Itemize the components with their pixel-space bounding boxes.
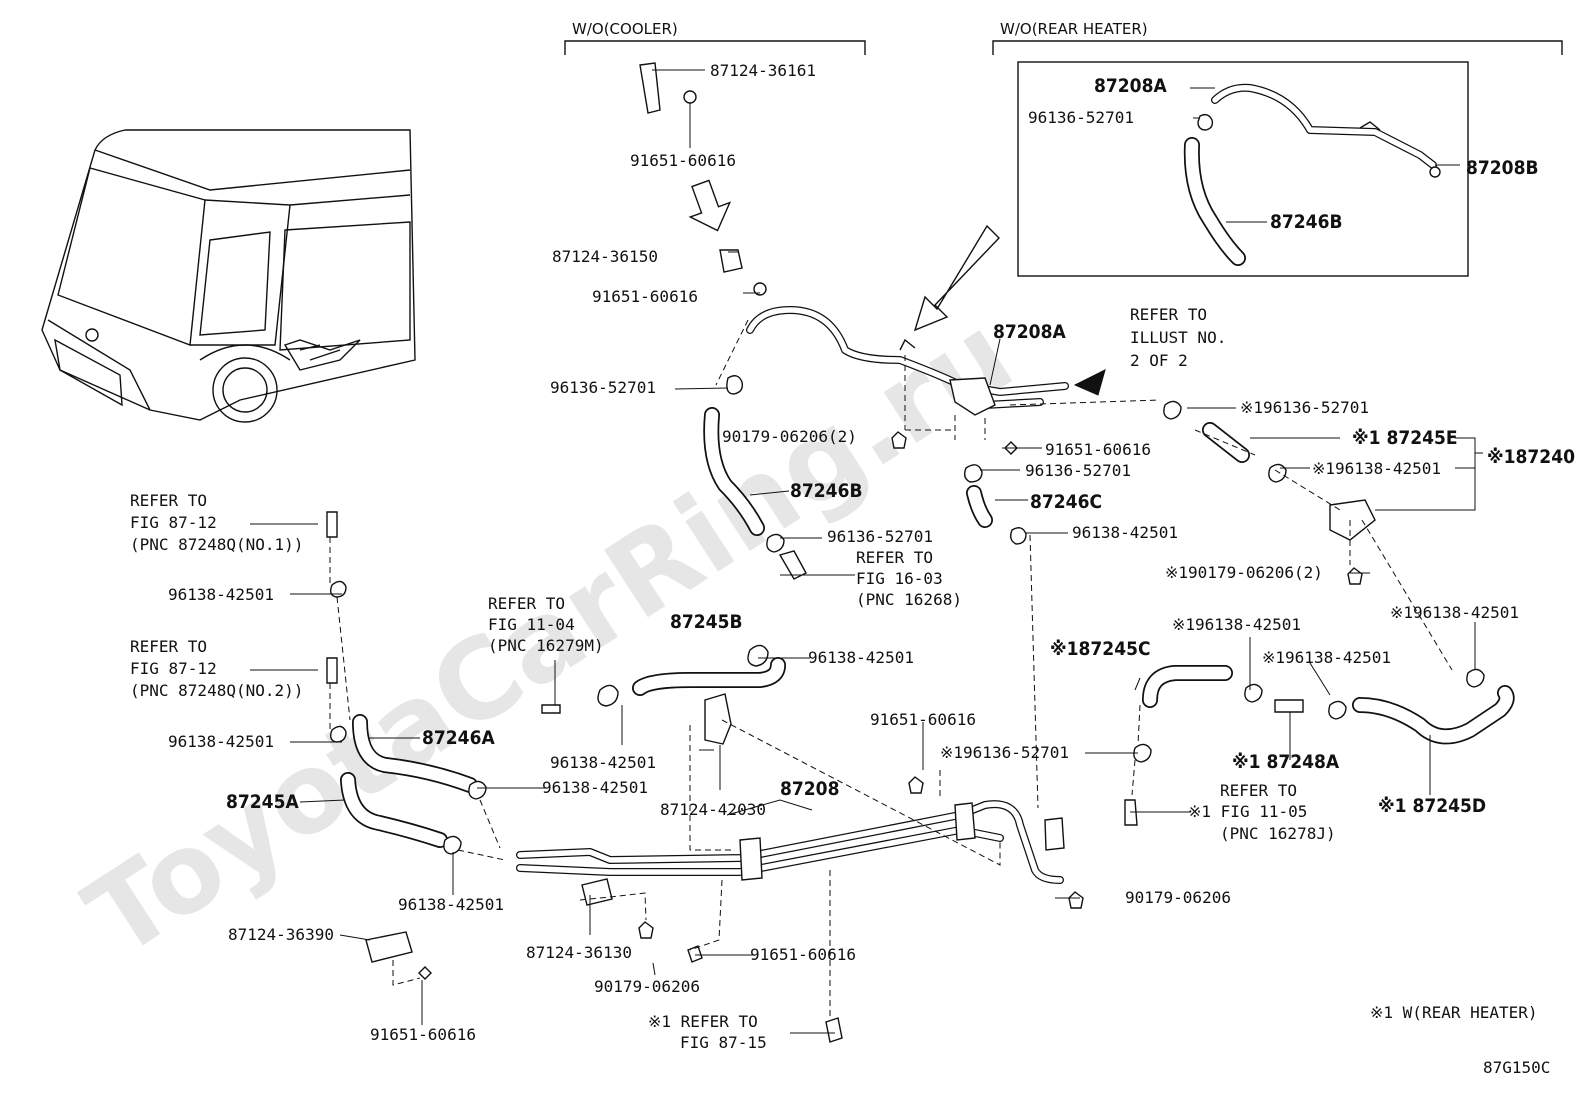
label-90179-06206-2: 90179-06206(2) xyxy=(722,427,857,446)
label-x1-87248A: ※1 87248A xyxy=(1232,751,1340,773)
tube-87208 xyxy=(516,800,1065,884)
label-96138-42501-d: 96138-42501 xyxy=(542,778,648,797)
label-x1-96138-42501-b: ※196138-42501 xyxy=(1390,603,1519,622)
section-wo-cooler: W/O(COOLER) xyxy=(564,20,866,55)
label-x1-96136-52701-a: ※196136-52701 xyxy=(1240,398,1369,417)
label-87208A: 87208A xyxy=(993,321,1066,343)
label-inset-96136-52701: 96136-52701 xyxy=(1028,108,1134,127)
section-wo-rear-heater: W/O(REAR HEATER) xyxy=(992,20,1563,55)
label-refer-16-03-1: REFER TO xyxy=(856,548,933,567)
label-refer-16-03-2: FIG 16-03 xyxy=(856,569,943,588)
label-87124-36150: 87124-36150 xyxy=(552,247,658,266)
label-refer-87-12-a-2: FIG 87-12 xyxy=(130,513,217,532)
label-refer-11-05-3: (PNC 16278J) xyxy=(1220,824,1336,843)
hose-87246C xyxy=(966,485,993,528)
label-87245B: 87245B xyxy=(670,611,743,633)
label-96138-42501-b: 96138-42501 xyxy=(168,585,274,604)
label-refer-11-04-1: REFER TO xyxy=(488,594,565,613)
label-91651-60616-c: 91651-60616 xyxy=(1045,440,1151,459)
label-refer-87-12-b-2: FIG 87-12 xyxy=(130,659,217,678)
label-x1-96138-42501-c: ※196138-42501 xyxy=(1172,615,1301,634)
label-87246C: 87246C xyxy=(1030,491,1102,513)
label-90179-06206-b: 90179-06206 xyxy=(594,977,700,996)
label-refer-11-04-2: FIG 11-04 xyxy=(488,615,575,634)
label-refer-11-04-3: (PNC 16279M) xyxy=(488,636,604,655)
label-96138-42501-c: 96138-42501 xyxy=(168,732,274,751)
label-inset-87208B: 87208B xyxy=(1466,157,1539,179)
label-refer-illust-1: REFER TO xyxy=(1130,305,1207,324)
label-87124-36390: 87124-36390 xyxy=(228,925,334,944)
label-x1-87245C: ※187245C xyxy=(1050,638,1151,660)
label-91651-60616-a: 91651-60616 xyxy=(630,151,736,170)
label-inset-87246B: 87246B xyxy=(1270,211,1343,233)
section-wo-cooler-title: W/O(COOLER) xyxy=(572,20,678,38)
label-x1-87240: ※187240 xyxy=(1487,446,1575,468)
label-87124-36130: 87124-36130 xyxy=(526,943,632,962)
label-refer-16-03-3: (PNC 16268) xyxy=(856,590,962,609)
label-91651-60616-e: 91651-60616 xyxy=(370,1025,476,1044)
hose-87245B xyxy=(632,657,786,696)
label-96138-42501-g: 96138-42501 xyxy=(550,753,656,772)
label-refer-87-15-1: ※1 REFER TO xyxy=(648,1012,758,1031)
labels: 87124-36161 91651-60616 87124-36150 9165… xyxy=(130,61,1575,1077)
hose-87246A xyxy=(352,714,478,793)
label-refer-87-15-2: FIG 87-15 xyxy=(680,1033,767,1052)
label-96136-52701-a: 96136-52701 xyxy=(550,378,656,397)
label-refer-87-12-a-1: REFER TO xyxy=(130,491,207,510)
label-87246A: 87246A xyxy=(422,727,495,749)
hose-87245D xyxy=(1352,685,1515,745)
hose-87246B xyxy=(703,407,765,536)
hose-87245C xyxy=(1142,665,1233,708)
label-91651-60616-b: 91651-60616 xyxy=(592,287,698,306)
label-x1-87245D: ※1 87245D xyxy=(1378,795,1486,817)
label-87124-36161: 87124-36161 xyxy=(710,61,816,80)
label-refer-87-12-b-3: (PNC 87248Q(NO.2)) xyxy=(130,681,303,700)
label-x1-96138-42501-a: ※196138-42501 xyxy=(1312,459,1441,478)
label-x1-87245E: ※1 87245E xyxy=(1352,427,1458,449)
section-wo-rear-heater-title: W/O(REAR HEATER) xyxy=(1000,20,1148,38)
small-parts xyxy=(326,62,1485,1043)
label-96138-42501-a: 96138-42501 xyxy=(1072,523,1178,542)
label-96138-42501-e: 96138-42501 xyxy=(398,895,504,914)
label-87124-42030: 87124-42030 xyxy=(660,800,766,819)
label-refer-illust-3: 2 OF 2 xyxy=(1130,351,1188,370)
label-x1-96136-52701-b: ※196136-52701 xyxy=(940,743,1069,762)
label-91651-60616-d: 91651-60616 xyxy=(870,710,976,729)
tube-87208A xyxy=(746,306,1069,416)
label-x1-96138-42501-d: ※196138-42501 xyxy=(1262,648,1391,667)
bracket-87124-36161 xyxy=(639,62,661,114)
footnote: ※1 W(REAR HEATER) xyxy=(1370,1003,1538,1022)
label-inset-87208A: 87208A xyxy=(1094,75,1167,97)
label-refer-illust-2: ILLUST NO. xyxy=(1130,328,1226,347)
label-90179-06206-a: 90179-06206 xyxy=(1125,888,1231,907)
label-refer-87-12-a-3: (PNC 87248Q(NO.1)) xyxy=(130,535,303,554)
direction-arrows xyxy=(688,179,1106,396)
label-refer-11-05-1: REFER TO xyxy=(1220,781,1297,800)
label-87246B: 87246B xyxy=(790,480,863,502)
label-refer-11-05-2: ※1 FIG 11-05 xyxy=(1188,802,1307,821)
vehicle-outline xyxy=(41,129,416,423)
label-91651-60616-f: 91651-60616 xyxy=(750,945,856,964)
label-96138-42501-f: 96138-42501 xyxy=(808,648,914,667)
section-wo-cooler-bracket xyxy=(564,40,866,55)
figure-code: 87G150C xyxy=(1483,1058,1550,1077)
label-x1-90179-06206-2: ※190179-06206(2) xyxy=(1165,563,1323,582)
leader-lines xyxy=(250,69,1483,1034)
label-refer-87-12-b-1: REFER TO xyxy=(130,637,207,656)
label-87245A: 87245A xyxy=(226,791,299,813)
label-96136-52701-c: 96136-52701 xyxy=(1025,461,1131,480)
hose-87245A xyxy=(340,772,448,848)
label-96136-52701-b: 96136-52701 xyxy=(827,527,933,546)
label-87208: 87208 xyxy=(780,778,839,800)
inset-box xyxy=(1017,61,1469,277)
section-wo-rear-heater-bracket xyxy=(992,40,1563,55)
